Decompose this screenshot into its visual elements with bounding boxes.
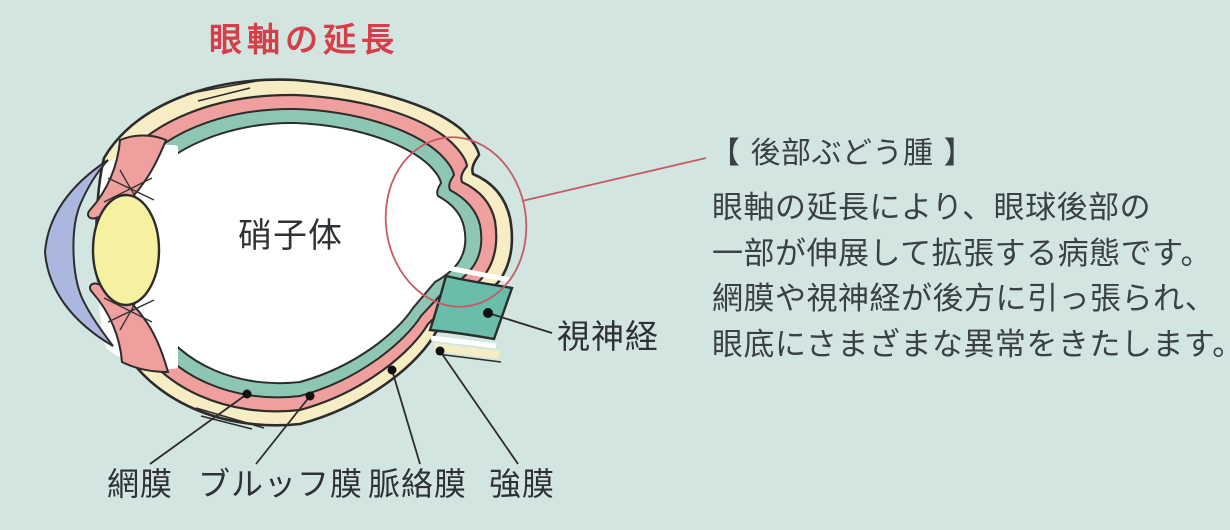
callout-line — [521, 157, 707, 202]
optic-nerve-label: 視神経 — [557, 317, 659, 356]
marker-dot-retina — [242, 389, 252, 399]
sclera-label: 強膜 — [489, 465, 556, 503]
marker-dot-bruch — [305, 391, 315, 401]
nerve-sclera-band-edge — [436, 353, 502, 363]
diagram-title: 眼軸の延長 — [209, 20, 399, 59]
callout-heading: 【 後部ぶどう腫 】 — [710, 136, 975, 171]
optic-nerve — [428, 274, 514, 341]
leader-line-optic-nerve — [487, 312, 553, 334]
choroid-label: 脈絡膜 — [368, 465, 468, 503]
nerve-gap-lower — [430, 335, 497, 349]
marker-dot-optic-nerve — [483, 308, 493, 318]
leader-line-choroid — [391, 369, 421, 465]
leader-line-retina — [149, 393, 248, 465]
nerve-sclera-band — [433, 343, 500, 359]
callout-body-line: 眼軸の延長により、眼球後部の — [712, 190, 1152, 226]
marker-dot-choroid — [387, 365, 397, 375]
callout-body-line: 眼底にさまざまな異常をきたします。 — [712, 326, 1230, 363]
lens — [91, 193, 161, 307]
leader-line-bruch — [255, 395, 311, 465]
retina-label: 網膜 — [107, 465, 174, 503]
callout-body: 眼軸の延長により、眼球後部の 一部が伸展して拡張する病態です。 網膜や視神経が後… — [712, 186, 1230, 368]
callout-body-line: 網膜や視神経が後方に引っ張られ、 — [712, 281, 1217, 317]
nerve-gap-upper — [447, 265, 511, 283]
muscle-line-bottom — [195, 407, 265, 430]
staphyloma-circle — [384, 136, 528, 308]
vitreous-label: 硝子体 — [238, 216, 343, 256]
muscle-line-top — [185, 79, 263, 102]
bruch-membrane-label: ブルッフ膜 — [198, 465, 364, 503]
cornea — [43, 159, 114, 347]
marker-dot-sclera — [435, 346, 445, 356]
leader-line-sclera — [439, 350, 519, 465]
callout-body-line: 一部が伸展して拡張する病態です。 — [712, 235, 1212, 272]
